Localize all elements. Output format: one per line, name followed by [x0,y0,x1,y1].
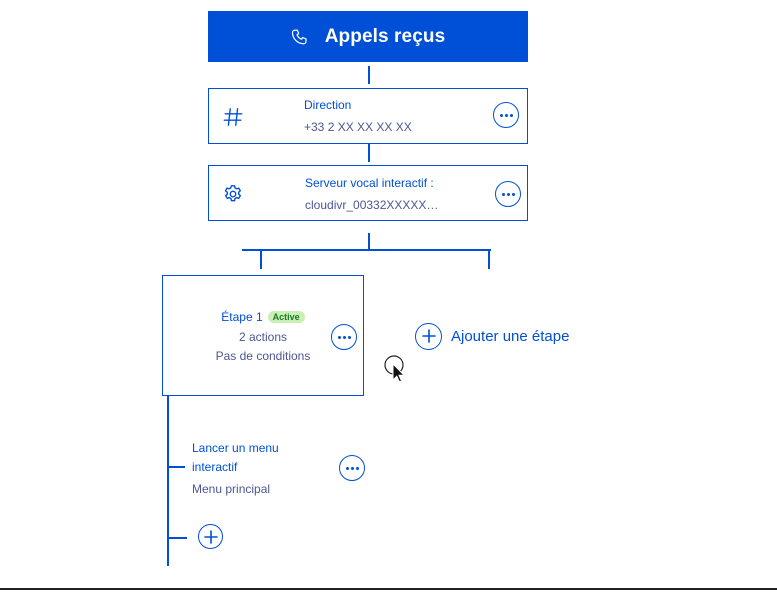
connector-branch-step [260,249,262,269]
direction-number: +33 2 XX XX XX XX [304,120,412,134]
action-subtitle: Menu principal [192,482,271,496]
connector-branch-add-step [488,249,490,269]
phone-icon [291,28,309,46]
step-more-button[interactable] [331,324,357,350]
more-options-icon [337,335,351,339]
branch-connector [242,249,491,251]
action-more-button[interactable] [339,455,365,481]
ivr-card[interactable]: Serveur vocal interactif : cloudivr_0033… [208,165,528,221]
hash-icon [222,106,244,128]
ivr-more-button[interactable] [495,181,521,207]
status-badge: Active [267,311,305,323]
add-step-button[interactable]: Ajouter une étape [415,322,570,350]
direction-more-button[interactable] [493,102,519,128]
action-tree-line [167,396,169,566]
mouse-cursor [384,355,408,390]
direction-title: Direction [304,98,352,112]
connector-header-direction [368,66,370,84]
plus-icon [203,529,218,544]
connector-direction-ivr [368,144,370,162]
more-options-icon [501,192,515,196]
step-title-row: Étape 1 Active [163,310,363,324]
connector-ivr-branch [368,233,370,250]
bottom-divider [0,588,777,590]
action-title: Lancer un menu interactif [192,441,279,474]
step-card[interactable]: Étape 1 Active 2 actions Pas de condition… [162,275,364,396]
step-conditions: Pas de conditions [215,349,311,363]
add-action-connector [167,537,187,539]
ivr-value: cloudivr_00332XXXXX… [305,198,439,212]
step-actions-count: 2 actions [238,330,288,344]
more-options-icon [499,113,513,117]
plus-icon [415,322,442,350]
step-title: Étape 1 [221,310,263,324]
action-connector [167,466,185,468]
ivr-title: Serveur vocal interactif : [305,176,434,190]
more-options-icon [345,466,359,470]
header-title: Appels reçus [324,25,446,47]
add-action-button[interactable] [198,524,223,549]
add-step-label: Ajouter une étape [451,327,570,345]
direction-card[interactable]: Direction +33 2 XX XX XX XX [208,88,528,144]
incoming-calls-header: Appels reçus [208,11,528,62]
gear-icon [222,183,244,205]
